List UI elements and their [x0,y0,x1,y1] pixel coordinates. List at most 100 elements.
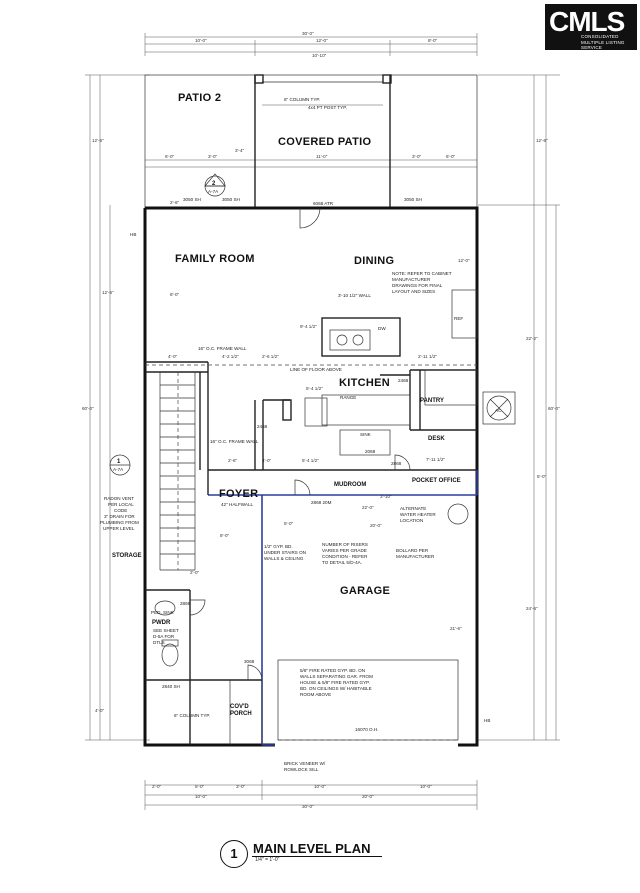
sec1-ref: A-7A [113,467,124,472]
dim-fy-2: 4'-0" [262,458,272,463]
room-label-patio2: PATIO 2 [178,92,221,104]
note-cabinet-3: DRAWINGS FOR FINAL [392,283,443,288]
note-door-2468: 2468 [257,424,268,429]
note-door-2468-b: 2468 [398,378,409,383]
dim-right-3: 5'-0" [537,474,547,479]
note-fire-3: HOUSE & 5/8" FIRE RATED GYP. [300,680,370,685]
note-fire-2: WALLS SEPARATING GAR. FROM [300,674,373,679]
note-fire-1: 5/8" FIRE RATED GYP. BD. ON [300,668,365,673]
note-frame-wall-1: 16" O.C. FRAME WALL [198,346,247,351]
note-see-sheet-1: SEE SHEET [153,628,179,633]
plan-number-circle: 1 [220,840,248,868]
note-water-heater-2: WATER HEATER [400,512,436,517]
note-dw: DW [378,326,386,331]
note-hb-1: HB [130,232,136,237]
note-halfwall: 42" HALFWALL [221,502,254,507]
room-label-pantry: PANTRY [420,398,444,404]
dim-kit-1: 4'-0" [168,354,178,359]
sec2-number: 2 [212,181,216,187]
ac-unit [482,391,516,425]
dim-right-overall: 60'-0" [548,406,560,411]
dim-left-1: 12'-6" [92,138,104,143]
cmls-logo: CMLS CONSOLIDATED MULTIPLE LISTING SERVI… [545,4,637,50]
note-sink: SINK [360,432,372,437]
note-ac: AC [495,408,502,413]
note-bollard-2: MANUFACTURER [396,554,435,559]
water-heater-circle [447,503,469,525]
dim-bot-3: 2'-0" [152,784,162,789]
dim-fam-2: 2'-6" [170,200,180,205]
dim-mid-1: 6'-0" [165,154,175,159]
garage-door-header [277,659,459,741]
note-risers-4: TO DETAIL 5/D-4A. [322,560,362,565]
note-door-2868: 2868 20M [311,500,332,505]
note-risers-3: CONDITION - REFER [322,554,368,559]
dim-garage-h: 22'-0" [362,505,374,510]
dim-kit-3: 2'-6 1/2" [262,354,279,359]
dim-ent-3: 2'-0" [190,570,200,575]
notes: 6" COLUMN TYP. 4x4 PT POST TYP. NOTE: RE… [100,97,502,772]
room-label-storage: STORAGE [112,553,142,559]
room-label-mudroom: MUDROOM [334,482,366,488]
room-label-desk: DESK [428,436,445,442]
dim-fam-1: 9'-4 1/2" [300,324,317,329]
room-label-dining: DINING [354,255,394,267]
plan-title: MAIN LEVEL PLAN [253,841,371,856]
note-fire-4: BD. ON CEILINGS W/ HABITABLE [300,686,372,691]
logo-mark: CMLS [549,6,625,37]
section-marker-1 [109,454,131,476]
note-water-heater-3: LOCATION [400,518,423,523]
note-floor-above: LINE OF FLOOR ABOVE [290,367,342,372]
dim-fam-5: 12'-0" [458,258,470,263]
sec2-ref: A-7A [208,189,219,194]
note-garage-door: 16070 O.H. [355,727,379,732]
note-ref: REF [454,316,463,321]
note-post-typ: 4x4 PT POST TYP. [308,105,347,110]
note-range: RANGE [340,395,356,400]
dim-kit-2: 4'-2 1/2" [222,354,239,359]
note-brick-1: BRICK VENEER W/ [284,761,326,766]
dimension-lines [85,33,560,810]
note-door-6068: 6068 ATR [313,201,334,206]
stair [160,372,195,570]
room-label-pocket-office: POCKET OFFICE [412,478,461,484]
dim-mid-5: 6'-0" [446,154,456,159]
note-gyp-2: UNDER STAIRS ON [264,550,306,555]
dim-left-overall: 60'-0" [82,406,94,411]
dim-garage-depth: 21'-6" [450,626,462,631]
dim-top-right: 8'-0" [428,38,438,43]
dim-garage-w: 20'-0" [370,523,382,528]
dim-top-left: 10'-0" [195,38,207,43]
note-cabinet-2: MANUFACTURER [392,277,431,282]
dim-kit-5: 5'-4 1/2" [306,386,323,391]
logo-line-2: MULTIPLE LISTING SERVICE [581,40,625,50]
dim-bot-4: 5'-0" [195,784,205,789]
note-ped-sink: PED. SINK [151,610,175,615]
note-door-2868-b: 2868 [391,461,402,466]
note-hb-2: HB [484,718,490,723]
note-radon-1: RADON VENT [104,496,134,501]
note-radon-4: 3" DRAIN FOR [104,514,135,519]
dim-top-mid: 12'-0" [316,38,328,43]
dim-bot-2: 20'-0" [362,794,374,799]
plan-scale: 1/4" = 1'-0" [255,857,280,863]
dim-bot-7: 10'-0" [420,784,432,789]
logo-line-1: CONSOLIDATED [581,34,619,39]
note-water-heater-1: ALTERNATE [400,506,426,511]
dim-ent-2: 5'-0" [284,521,294,526]
room-label-family-room: FAMILY ROOM [175,253,255,265]
note-door-3068: 3068 [244,659,255,664]
note-cabinet-4: LAYOUT AND SIZES [392,289,435,294]
dim-garage-door: 3'-10" [380,494,392,499]
note-win-c: 3050 SH [404,197,422,202]
note-see-sheet-3: DTLS [153,640,165,645]
note-door-2840: 2840 SH [162,684,180,689]
room-label-pwdr: PWDR [152,620,171,626]
powder-fixtures [154,600,179,667]
dim-left-2: 12'-6" [102,290,114,295]
note-radon-3: CODE [114,508,127,513]
dim-top-overall: 30'-0" [302,31,314,36]
dim-bot-overall: 30'-0" [302,804,314,809]
dim-bot-6: 10'-0" [314,784,326,789]
